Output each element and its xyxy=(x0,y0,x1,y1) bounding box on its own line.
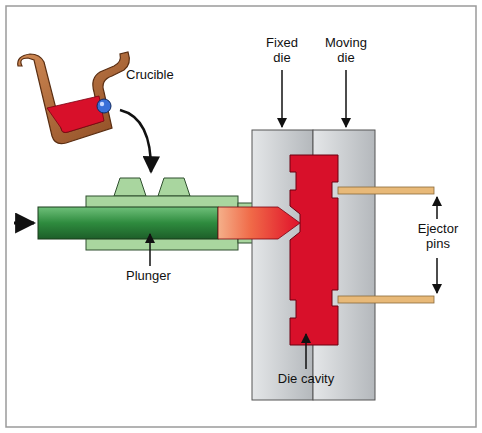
leader-line xyxy=(281,70,283,127)
part-label: Die cavity xyxy=(266,372,346,387)
pour-arrow xyxy=(120,110,151,172)
plunger-rod xyxy=(38,207,218,239)
frame xyxy=(6,6,476,427)
crucible-label: Crucible xyxy=(126,68,174,83)
ejector-pin xyxy=(338,296,434,303)
leader-line xyxy=(149,234,151,266)
ejector-pin xyxy=(338,187,434,194)
die-cavity xyxy=(290,155,338,345)
part-label: Fixed die xyxy=(256,36,308,66)
leader-line xyxy=(345,70,347,127)
crucible xyxy=(18,52,130,144)
part-label: Ejector pins xyxy=(407,222,469,252)
leader-line xyxy=(436,197,438,219)
leader-line xyxy=(436,258,438,293)
molten-metal xyxy=(218,207,300,239)
part-label: Moving die xyxy=(316,36,376,66)
push-arrow xyxy=(14,222,34,225)
leader-line xyxy=(305,334,307,369)
part-label: Plunger xyxy=(126,269,186,284)
